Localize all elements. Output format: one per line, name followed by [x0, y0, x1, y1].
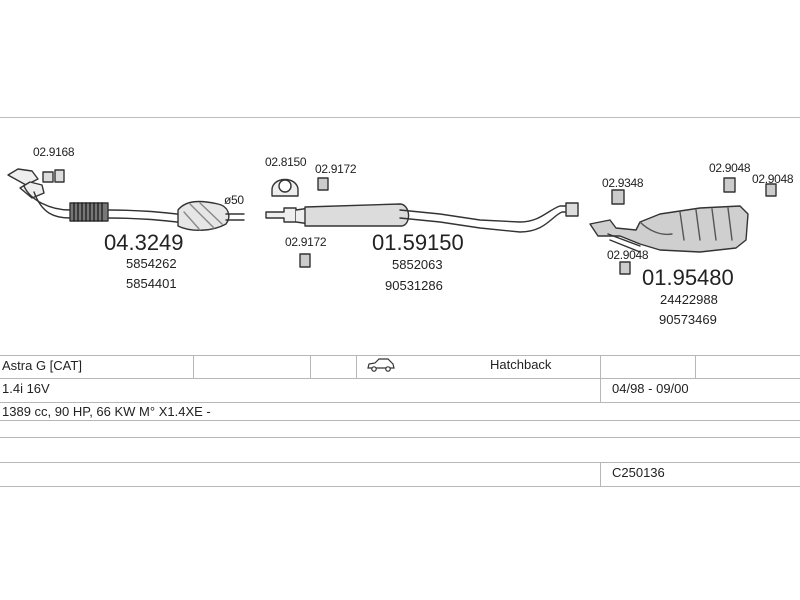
oem-p3-a: 24422988	[660, 292, 718, 307]
catalog-code: C250136	[612, 465, 665, 480]
vehicle-model: Astra G [CAT]	[2, 358, 82, 373]
ref-9048-a: 02.9048	[709, 161, 751, 175]
production-dates: 04/98 - 09/00	[612, 381, 689, 396]
flange-ring	[42, 169, 65, 183]
front-pipe-flange	[7, 168, 45, 199]
ref-9168: 02.9168	[33, 145, 75, 159]
flex-section	[69, 202, 109, 222]
hanger-9048-b	[723, 177, 736, 193]
hanger-9048-c	[765, 183, 777, 197]
ref-9172-top: 02.9172	[315, 162, 357, 176]
oem-p2-b: 90531286	[385, 278, 443, 293]
hanger-9048-a	[619, 261, 631, 275]
engine-specs: 1389 cc, 90 HP, 66 KW M° X1.4XE -	[2, 404, 211, 419]
clamp-8150	[271, 178, 299, 197]
body-type: Hatchback	[490, 357, 552, 372]
clamp-9348	[611, 189, 625, 205]
oem-p1-a: 5854262	[126, 256, 177, 271]
oem-p1-b: 5854401	[126, 276, 177, 291]
top-border	[0, 117, 800, 118]
rear-silencer	[589, 205, 749, 253]
ref-8150: 02.8150	[265, 155, 307, 169]
engine: 1.4i 16V	[2, 381, 50, 396]
oem-p3-b: 90573469	[659, 312, 717, 327]
ref-9048-c: 02.9048	[607, 248, 649, 262]
hanger-9172-bottom	[299, 253, 311, 268]
ref-9172-bottom: 02.9172	[285, 235, 327, 249]
car-icon	[366, 358, 396, 377]
hanger-9172-top	[317, 177, 329, 191]
part-number-p3: 01.95480	[642, 265, 734, 290]
catalytic-converter	[177, 200, 245, 231]
middle-silencer	[265, 202, 579, 233]
oem-p2-a: 5852063	[392, 257, 443, 272]
part-number-p1: 04.3249	[104, 230, 184, 255]
pipe-diameter: ø50	[224, 193, 244, 207]
part-number-p2: 01.59150	[372, 230, 464, 255]
ref-9048-b: 02.9048	[752, 172, 794, 186]
ref-9348: 02.9348	[602, 176, 644, 190]
